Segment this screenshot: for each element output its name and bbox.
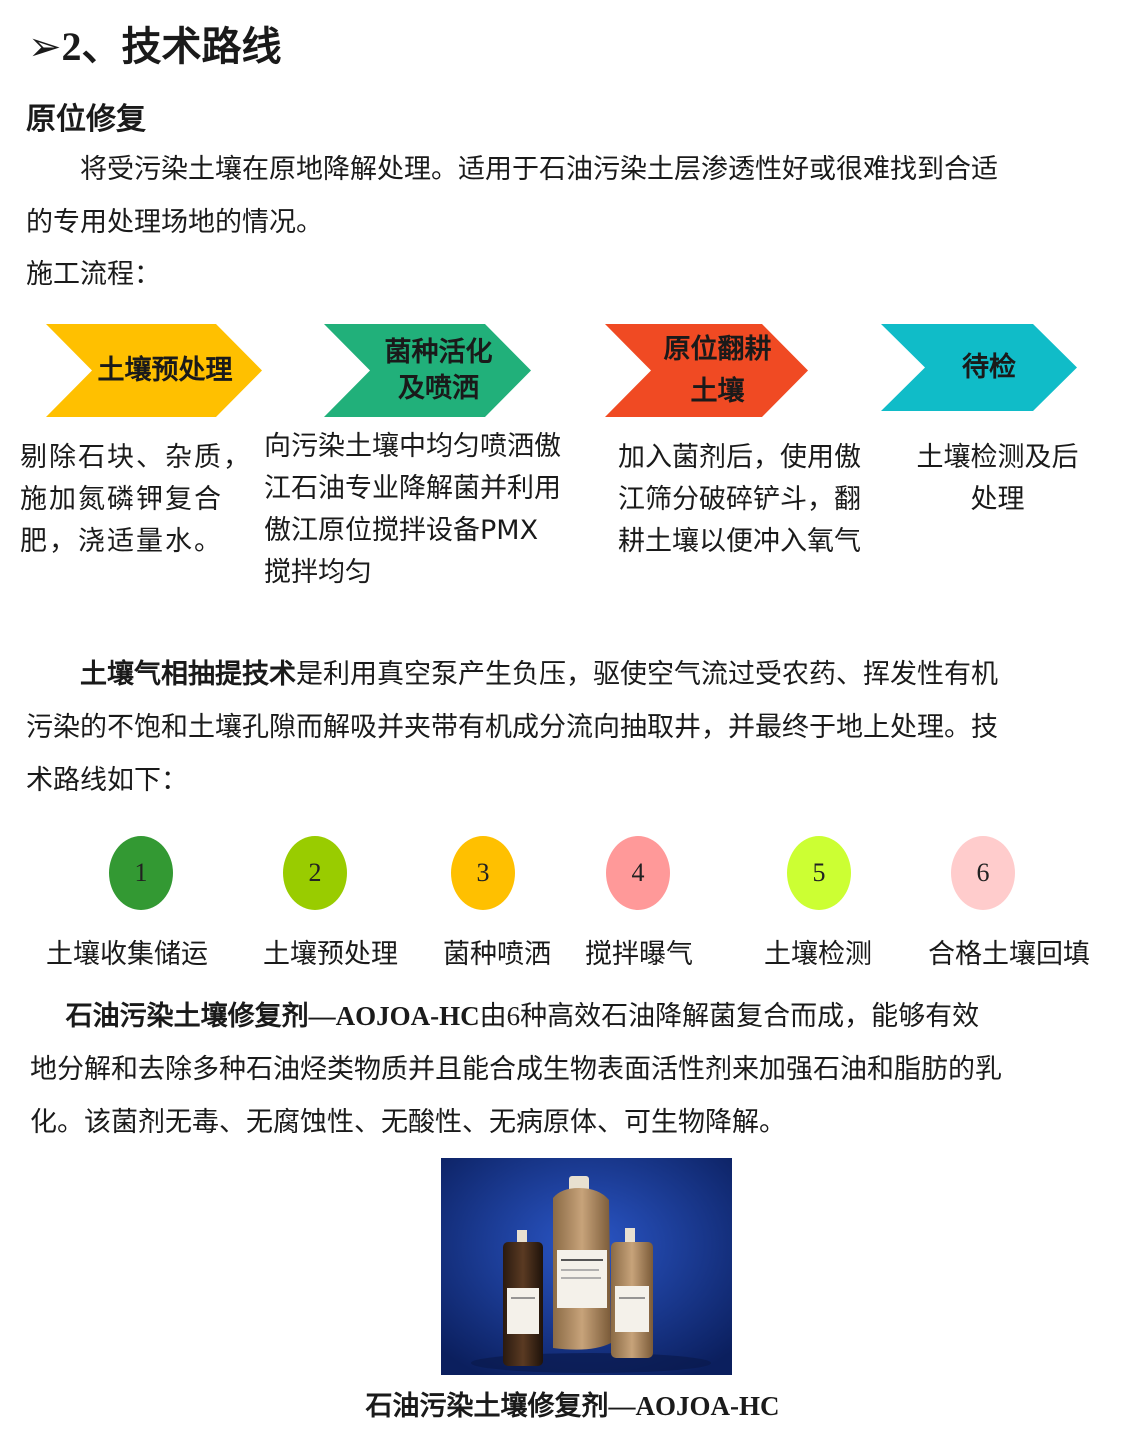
flow-step-title-line: 及喷洒 bbox=[398, 372, 479, 404]
subheading: 原位修复 bbox=[26, 102, 146, 137]
flow-step-1: 土壤预处理 bbox=[46, 324, 262, 417]
chevron-fill bbox=[881, 324, 1077, 411]
product-line: 地分解和去除多种石油烃类物质并且能合成生物表面活性剂来加强石油和脂肪的乳 bbox=[30, 1054, 1002, 1085]
desc-line: 剔除石块、杂质， bbox=[20, 442, 252, 473]
stage-circle-6: 6 bbox=[951, 836, 1015, 910]
stage-label-1: 土壤收集储运 bbox=[46, 939, 208, 970]
svet-term: 土壤气相抽提技术 bbox=[80, 659, 296, 690]
photo-caption: 石油污染土壤修复剂—AOJOA-HC bbox=[0, 1384, 1145, 1423]
flow-step-2-desc: 向污染土壤中均匀喷洒傲 江石油专业降解菌并利用 傲江原位搅拌设备PMX 搅拌均匀 bbox=[264, 426, 604, 594]
chevron-fill bbox=[605, 324, 808, 417]
desc-line: 向污染土壤中均匀喷洒傲 bbox=[264, 431, 561, 462]
flow-step-2: 菌种活化 及喷洒 bbox=[324, 324, 531, 417]
bottles-illustration bbox=[441, 1158, 732, 1375]
flow-step-title-line: 菌种活化 bbox=[384, 336, 493, 368]
svet-line: 土壤气相抽提技术是利用真空泵产生负压，驱使空气流过受农药、挥发性有机 bbox=[26, 648, 998, 701]
flow-step-4: 待检 bbox=[881, 324, 1077, 411]
chevron-shape bbox=[46, 324, 262, 417]
flow-step-title: 待检 bbox=[881, 324, 1077, 411]
chevron-fill bbox=[324, 324, 531, 417]
chevron-fill bbox=[46, 324, 262, 417]
product-line-text: 由 bbox=[479, 1001, 507, 1032]
desc-line: 肥，浇适量水。 bbox=[20, 526, 223, 557]
stage-circle-5: 5 bbox=[787, 836, 851, 910]
chevron-shape bbox=[605, 324, 808, 417]
product-line: 石油污染土壤修复剂—AOJOA-HC由6种高效石油降解菌复合而成，能够有效 bbox=[30, 990, 1002, 1043]
intro-paragraph: 将受污染土壤在原地降解处理。适用于石油污染土层渗透性好或很难找到合适 的专用处理… bbox=[26, 143, 998, 249]
intro-line: 将受污染土壤在原地降解处理。适用于石油污染土层渗透性好或很难找到合适 bbox=[26, 154, 998, 185]
section-heading: ➢2、技术路线 bbox=[28, 14, 282, 72]
stage-label-2: 土壤预处理 bbox=[263, 939, 398, 970]
heading-number: 2 bbox=[61, 24, 82, 69]
product-line-number: 6 bbox=[506, 1001, 521, 1031]
desc-line: 土壤检测及后 bbox=[916, 442, 1079, 473]
chevron-shape bbox=[324, 324, 531, 417]
flow-step-3: 原位翻耕 土壤 bbox=[605, 324, 808, 417]
desc-line: 江石油专业降解菌并利用 bbox=[264, 473, 561, 504]
desc-line: 江筛分破碎铲斗，翻 bbox=[618, 484, 861, 515]
product-paragraph: 石油污染土壤修复剂—AOJOA-HC由6种高效石油降解菌复合而成，能够有效 地分… bbox=[30, 990, 1002, 1149]
stage-circle-1: 1 bbox=[109, 836, 173, 910]
stage-label-3: 菌种喷洒 bbox=[443, 939, 551, 970]
stage-label-6: 合格土壤回填 bbox=[928, 939, 1090, 970]
flow-step-title: 菌种活化 及喷洒 bbox=[324, 324, 531, 417]
product-line: 化。该菌剂无毒、无腐蚀性、无酸性、无病原体、可生物降解。 bbox=[30, 1107, 786, 1138]
product-line-text: 种高效石油降解菌复合而成，能够有效 bbox=[520, 1001, 980, 1032]
svet-line: 术路线如下： bbox=[26, 765, 188, 796]
stage-circle-4: 4 bbox=[606, 836, 670, 910]
product-photo bbox=[441, 1158, 732, 1375]
desc-line: 耕土壤以便冲入氧气 bbox=[618, 526, 861, 557]
caption-code: —AOJOA-HC bbox=[608, 1391, 780, 1421]
caption-name: 石油污染土壤修复剂 bbox=[365, 1391, 609, 1422]
stage-label-5: 土壤检测 bbox=[764, 939, 872, 970]
desc-line: 傲江原位搅拌设备PMX bbox=[264, 515, 539, 546]
flow-step-title-line: 待检 bbox=[962, 351, 1016, 383]
flow-step-title-line: 土壤预处理 bbox=[97, 354, 233, 386]
desc-line: 处理 bbox=[970, 484, 1025, 515]
flow-step-3-desc: 加入菌剂后，使用傲 江筛分破碎铲斗，翻 耕土壤以便冲入氧气 bbox=[618, 437, 898, 563]
heading-marker: ➢ bbox=[28, 24, 62, 70]
flow-step-title: 原位翻耕 土壤 bbox=[605, 324, 808, 417]
svet-paragraph: 土壤气相抽提技术是利用真空泵产生负压，驱使空气流过受农药、挥发性有机 污染的不饱… bbox=[26, 648, 998, 807]
stage-circle-2: 2 bbox=[283, 836, 347, 910]
flow-step-title: 土壤预处理 bbox=[46, 324, 262, 417]
svet-line-text: 是利用真空泵产生负压，驱使空气流过受农药、挥发性有机 bbox=[296, 659, 998, 690]
flow-step-1-desc: 剔除石块、杂质， 施加氮磷钾复合 肥，浇适量水。 bbox=[20, 437, 270, 563]
desc-line: 施加氮磷钾复合 bbox=[20, 484, 223, 515]
intro-line: 的专用处理场地的情况。 bbox=[26, 207, 323, 238]
flow-step-title-line: 土壤 bbox=[690, 375, 745, 407]
heading-title: 、技术路线 bbox=[81, 24, 282, 70]
flow-label: 施工流程： bbox=[26, 259, 161, 290]
chevron-shape bbox=[881, 324, 1077, 411]
svet-line: 污染的不饱和土壤孔隙而解吸并夹带有机成分流向抽取井，并最终于地上处理。技 bbox=[26, 712, 998, 743]
desc-line: 加入菌剂后，使用傲 bbox=[618, 442, 861, 473]
stage-circle-3: 3 bbox=[451, 836, 515, 910]
product-code: —AOJOA-HC bbox=[308, 1001, 480, 1031]
product-name: 石油污染土壤修复剂 bbox=[65, 1001, 309, 1032]
stage-label-4: 搅拌曝气 bbox=[585, 939, 693, 970]
flow-step-4-desc: 土壤检测及后 处理 bbox=[905, 437, 1090, 521]
desc-line: 搅拌均匀 bbox=[264, 557, 372, 588]
flow-step-title-line: 原位翻耕 bbox=[663, 333, 772, 365]
